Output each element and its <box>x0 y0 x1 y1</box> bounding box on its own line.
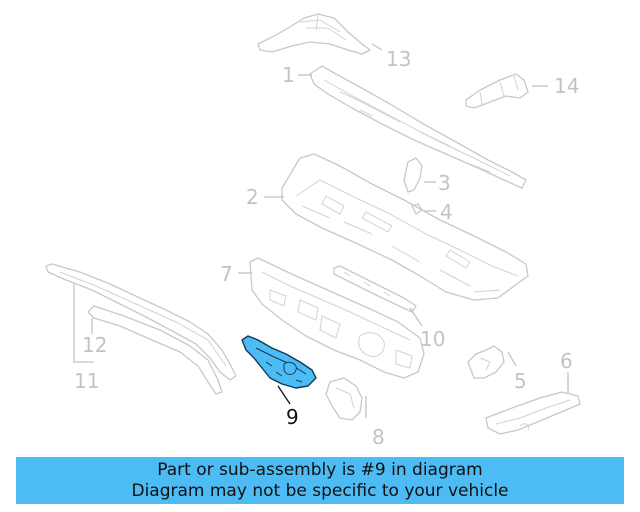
callout-1: 1 <box>282 63 295 87</box>
callout-8: 8 <box>372 425 385 449</box>
part-14 <box>465 73 548 109</box>
part-13 <box>257 13 383 55</box>
callout-4: 4 <box>440 200 453 224</box>
callout-14: 14 <box>554 74 579 98</box>
banner-line-1: Part or sub-assembly is #9 in diagram <box>157 460 483 480</box>
callout-5: 5 <box>514 369 527 393</box>
callout-7: 7 <box>220 262 233 286</box>
callout-3: 3 <box>438 171 451 195</box>
part-5 <box>467 345 517 379</box>
banner-line-2: Diagram may not be specific to your vehi… <box>131 481 509 501</box>
part-1 <box>298 65 527 189</box>
part-2 <box>264 153 529 301</box>
part-8 <box>325 377 367 421</box>
callout-13: 13 <box>386 47 411 71</box>
parts-diagram: 13 1 14 3 2 4 7 10 12 6 11 5 9 8 <box>45 13 581 449</box>
callout-9: 9 <box>286 405 299 429</box>
part-6 <box>485 372 581 435</box>
info-banner: Part or sub-assembly is #9 in diagram Di… <box>16 457 624 504</box>
part-9-highlighted <box>241 335 317 405</box>
callout-2: 2 <box>246 185 259 209</box>
callout-6: 6 <box>560 349 573 373</box>
part-10 <box>333 265 423 327</box>
part-4 <box>411 203 436 215</box>
part-7 <box>238 257 425 379</box>
callout-10: 10 <box>420 327 445 351</box>
callout-12: 12 <box>82 333 107 357</box>
part-11 <box>45 263 237 395</box>
callout-11: 11 <box>74 369 99 393</box>
part-3 <box>403 157 436 193</box>
